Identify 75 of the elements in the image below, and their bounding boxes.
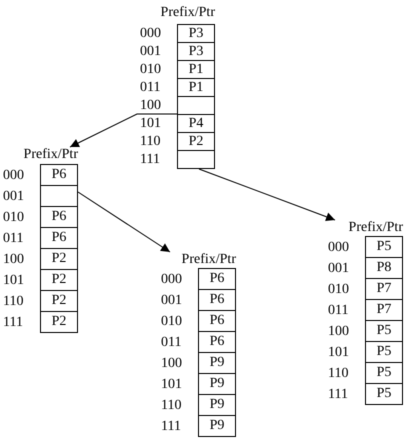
prefix-label: 010 <box>140 62 161 78</box>
pointer-cell: P5 <box>365 320 403 342</box>
pointer-cell: P8 <box>365 257 403 279</box>
prefix-label: 100 <box>328 323 349 341</box>
pointer-cell: P4 <box>177 114 215 133</box>
prefix-label: 100 <box>161 355 182 373</box>
table-heading: Prefix/Ptr <box>24 147 78 162</box>
pointer-cell: P6 <box>198 268 236 290</box>
pointer-cell: P9 <box>198 394 236 416</box>
prefix-label: 100 <box>140 98 161 114</box>
prefix-label: 000 <box>161 271 182 289</box>
prefix-label: 001 <box>3 188 24 206</box>
pointer-cell: P3 <box>177 24 215 43</box>
prefix-label: 101 <box>161 376 182 394</box>
prefix-label: 001 <box>140 44 161 60</box>
prefix-label: 000 <box>140 26 161 42</box>
pointer-cell: P6 <box>40 164 78 186</box>
pointer-cell: P2 <box>40 269 78 291</box>
pointer-cell <box>177 96 215 115</box>
pointer-cell: P1 <box>177 78 215 97</box>
pointer-cell: P9 <box>198 415 236 437</box>
prefix-label: 111 <box>328 386 348 404</box>
prefix-label: 101 <box>3 272 24 290</box>
prefix-label: 011 <box>140 80 160 96</box>
table-heading: Prefix/Ptr <box>348 220 403 235</box>
prefix-label: 010 <box>3 209 24 227</box>
pointer-cell: P5 <box>365 383 403 405</box>
prefix-label: 010 <box>161 313 182 331</box>
prefix-label: 000 <box>3 167 24 185</box>
prefix-label: 011 <box>161 334 182 352</box>
table-heading: Prefix/Ptr <box>182 252 236 267</box>
prefix-label: 110 <box>140 134 160 150</box>
pointer-cell: P3 <box>177 42 215 61</box>
pointer-table <box>2 147 78 333</box>
pointer-table <box>160 252 236 437</box>
pointer-cell: P5 <box>365 236 403 258</box>
prefix-label: 101 <box>328 344 349 362</box>
prefix-label: 111 <box>140 152 160 168</box>
prefix-label: 111 <box>3 314 23 332</box>
prefix-label: 000 <box>328 239 349 257</box>
prefix-label: 011 <box>328 302 348 320</box>
prefix-label: 100 <box>3 251 24 269</box>
pointer-cell: P6 <box>198 289 236 311</box>
prefix-label: 001 <box>328 260 349 278</box>
pointer-cell: P6 <box>198 331 236 353</box>
pointer-cell: P1 <box>177 60 215 79</box>
pointer-cell: P6 <box>40 206 78 228</box>
pointer-table <box>327 220 403 405</box>
pointer-cell: P6 <box>198 310 236 332</box>
prefix-label: 101 <box>140 116 161 132</box>
pointer-cell: P5 <box>365 341 403 363</box>
pointer-cell <box>40 185 78 207</box>
pointer-cell: P2 <box>40 248 78 270</box>
table-heading: Prefix/Ptr <box>160 5 215 20</box>
prefix-label: 011 <box>3 230 24 248</box>
pointer-cell: P2 <box>40 290 78 312</box>
pointer-cell: P7 <box>365 278 403 300</box>
prefix-label: 001 <box>161 292 182 310</box>
pointer-cell: P9 <box>198 352 236 374</box>
pointer-cell: P2 <box>40 311 78 333</box>
arrow <box>78 192 170 252</box>
prefix-label: 110 <box>328 365 348 383</box>
pointer-cell: P7 <box>365 299 403 321</box>
pointer-cell <box>177 150 215 169</box>
prefix-label: 110 <box>161 397 182 415</box>
pointer-cell: P6 <box>40 227 78 249</box>
pointer-cell: P9 <box>198 373 236 395</box>
pointer-cell: P5 <box>365 362 403 384</box>
arrow <box>198 168 336 222</box>
prefix-label: 010 <box>328 281 349 299</box>
arrow <box>70 114 178 148</box>
pointer-cell: P2 <box>177 132 215 151</box>
prefix-label: 111 <box>161 418 181 436</box>
prefix-label: 110 <box>3 293 24 311</box>
pointer-table <box>139 5 215 169</box>
